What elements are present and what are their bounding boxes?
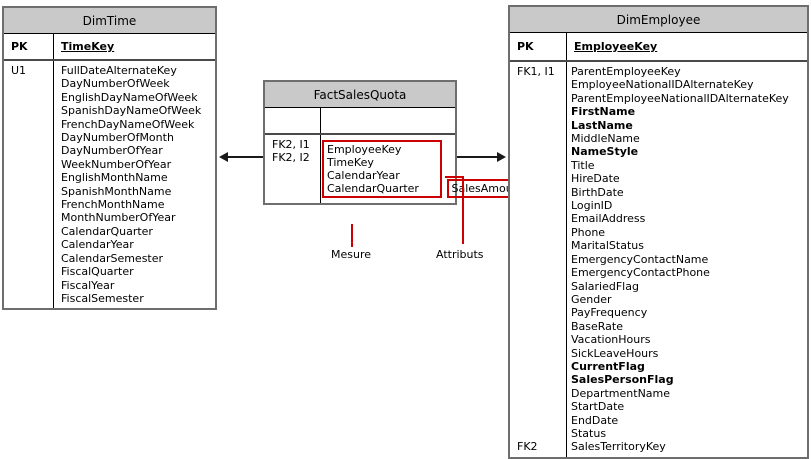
- field-row: SalesPersonFlag: [571, 373, 674, 387]
- measure-connector-line: [351, 224, 353, 247]
- field-row: EmergencyContactName: [571, 252, 709, 266]
- attributes-annotation-label: Attributs: [436, 248, 484, 261]
- table-factsalesquota-title: FactSalesQuota: [265, 82, 455, 108]
- field-row: Phone: [571, 225, 606, 239]
- field-row: CalendarQuarter: [61, 224, 153, 238]
- field-row: PayFrequency: [571, 306, 648, 320]
- dimemployee-pk-row: PK EmployeeKey: [510, 33, 807, 62]
- dimemployee-fk1-label: FK1, I1: [517, 65, 555, 78]
- dimtime-pk-row: PK TimeKey: [4, 34, 215, 61]
- field-row: FrenchDayNameOfWeek: [61, 117, 195, 131]
- dimemployee-pk-label: PK: [510, 33, 567, 60]
- field-row: MiddleName: [571, 132, 640, 146]
- field-row: FrenchMonthName: [61, 198, 165, 212]
- field-row: CalendarYear: [327, 169, 400, 182]
- field-row: SpanishDayNameOfWeek: [61, 104, 202, 118]
- field-row: Status: [571, 426, 607, 440]
- field-row: EmergencyContactPhone: [571, 266, 710, 280]
- field-row: DayNumberOfWeek: [61, 77, 170, 91]
- field-row: CalendarYear: [61, 238, 134, 252]
- factsalesquota-pkfield-cell-empty: [321, 108, 455, 133]
- dimemployee-pk-field: EmployeeKey: [574, 40, 658, 53]
- field-row: LastName: [571, 118, 633, 132]
- field-row: FullDateAlternateKey: [61, 64, 177, 77]
- field-row: VacationHours: [571, 333, 651, 347]
- factsalesquota-pk-row-empty: [265, 108, 455, 135]
- attributes-connector-vline: [462, 176, 464, 244]
- field-row: NameStyle: [571, 145, 639, 159]
- relationship-line-dimemployee: [457, 156, 498, 158]
- dimemployee-key-column: FK1, I1 FK2: [510, 62, 567, 457]
- field-row: CalendarQuarter: [327, 182, 419, 195]
- relationship-line-dimtime: [226, 156, 263, 158]
- field-row: FirstName: [571, 105, 636, 119]
- field-row: SalesTerritoryKey: [571, 440, 666, 454]
- field-row: SpanishMonthName: [61, 184, 172, 198]
- field-row: DayNumberOfMonth: [61, 131, 174, 145]
- field-row: CalendarSemester: [61, 251, 164, 265]
- field-row: FiscalQuarter: [61, 265, 134, 279]
- field-row: MaritalStatus: [571, 239, 644, 253]
- field-row: FiscalSemester: [61, 291, 144, 305]
- field-row: BaseRate: [571, 319, 624, 333]
- field-row: EnglishDayNameOfWeek: [61, 90, 198, 104]
- field-row: SickLeaveHours: [571, 346, 659, 360]
- table-dimemployee: DimEmployee PK EmployeeKey FK1, I1 FK2 P…: [508, 5, 809, 459]
- attributes-connector-hline: [445, 176, 464, 178]
- field-row: Title: [571, 158, 595, 172]
- measure-annotation-label: Mesure: [331, 248, 372, 261]
- field-row: EmailAddress: [571, 212, 646, 226]
- field-row: CurrentFlag: [571, 359, 645, 373]
- dimtime-key-column: U1: [4, 61, 54, 309]
- field-row: FiscalYear: [61, 278, 115, 292]
- field-row: EmployeeNationalIDAlternateKey: [571, 78, 754, 92]
- field-row: DepartmentName: [571, 386, 671, 400]
- field-row: LoginID: [571, 199, 613, 213]
- arrowhead-left-icon: [219, 152, 228, 162]
- dimtime-unique-key-label: U1: [11, 64, 27, 77]
- field-row: FK2, I1: [272, 138, 310, 151]
- dimtime-pk-field: TimeKey: [61, 40, 115, 53]
- field-row: TimeKey: [327, 156, 374, 169]
- field-row: Gender: [571, 292, 612, 306]
- dimemployee-fk2-label: FK2: [517, 440, 538, 454]
- arrowhead-right-icon: [497, 152, 506, 162]
- field-row: BirthDate: [571, 185, 624, 199]
- field-row: ParentEmployeeKey: [571, 65, 681, 78]
- field-row: HireDate: [571, 172, 620, 186]
- factsalesquota-pk-cell-empty: [265, 108, 321, 133]
- field-row: ParentEmployeeNationalIDAlternateKey: [571, 91, 789, 105]
- field-row: EmployeeKey: [327, 143, 402, 156]
- field-row: DayNumberOfYear: [61, 144, 163, 158]
- field-row: MonthNumberOfYear: [61, 211, 176, 225]
- field-row: EnglishMonthName: [61, 171, 168, 185]
- table-dimemployee-title: DimEmployee: [510, 7, 807, 33]
- field-row: WeekNumberOfYear: [61, 157, 172, 171]
- field-row: SalariedFlag: [571, 279, 639, 293]
- table-dimtime-title: DimTime: [4, 8, 215, 34]
- field-row: EndDate: [571, 413, 619, 427]
- field-row: StartDate: [571, 400, 625, 414]
- dimtime-pk-label: PK: [4, 34, 54, 59]
- table-dimtime: DimTime PK TimeKey U1 FullDateAlternateK…: [2, 6, 217, 311]
- field-row: FK2, I2: [272, 151, 310, 165]
